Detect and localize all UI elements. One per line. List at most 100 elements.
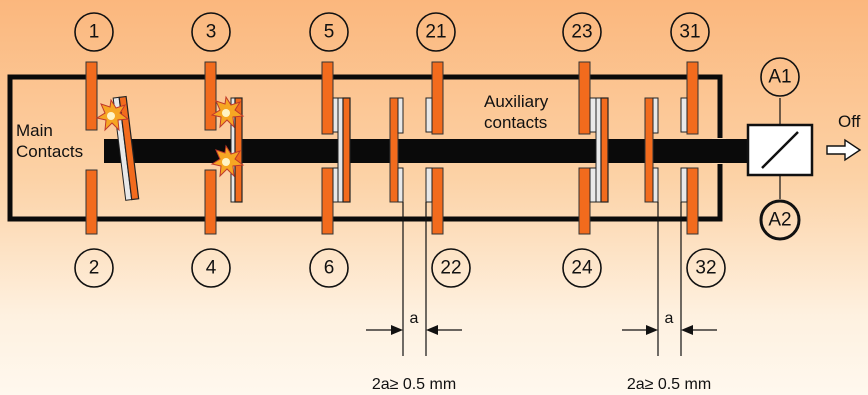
gap-spec-label: 2a≥ 0.5 mm bbox=[627, 376, 711, 393]
terminal-circle bbox=[416, 12, 456, 52]
coil-terminal-a1: A1 bbox=[760, 57, 800, 97]
off-label: Off bbox=[838, 112, 861, 131]
terminal-label: 24 bbox=[571, 258, 593, 279]
gap-dimension-31-32: a 2a≥ 0.5 mm bbox=[622, 202, 717, 393]
bottom-terminal-22: 22 bbox=[431, 248, 471, 288]
terminal-circle bbox=[431, 248, 471, 288]
fixed-contact-24 bbox=[578, 167, 591, 235]
top-terminal-21: 21 bbox=[416, 12, 456, 52]
main-contacts-label-line2: Contacts bbox=[16, 142, 83, 161]
bridge-tip-32 bbox=[652, 167, 659, 203]
bottom-terminal-4: 4 bbox=[191, 248, 231, 288]
fixed-contact-2 bbox=[85, 169, 98, 235]
bridge-tip-31 bbox=[652, 97, 659, 134]
fixed-contact-21 bbox=[431, 61, 444, 135]
bottom-terminal-6: 6 bbox=[309, 248, 349, 288]
main-contacts-label-line1: Main bbox=[16, 121, 53, 140]
bridge-tip-22 bbox=[397, 167, 404, 203]
arc-flash-4-core bbox=[222, 158, 230, 166]
aux-pole-23-24 bbox=[578, 61, 609, 235]
arc-flash-3-core bbox=[222, 109, 230, 117]
coil-diagonal bbox=[761, 131, 799, 169]
auxiliary-contacts-label-line1: Auxiliary bbox=[484, 92, 549, 111]
terminal-circle bbox=[670, 12, 710, 52]
arrow-left-icon bbox=[681, 325, 693, 335]
terminal-label: 21 bbox=[425, 22, 446, 43]
terminal-circle bbox=[309, 248, 349, 288]
fixed-contact-6 bbox=[321, 167, 334, 235]
coil bbox=[746, 98, 814, 199]
contact-tip-23 bbox=[589, 97, 597, 133]
top-terminal-1: 1 bbox=[74, 12, 114, 52]
contact-tip-6 bbox=[332, 167, 339, 203]
terminal-label: 6 bbox=[324, 258, 335, 279]
arc-flash-1-core bbox=[107, 112, 115, 120]
terminal-circle bbox=[562, 12, 602, 52]
gap-symbol: a bbox=[665, 310, 674, 327]
moving-bridge-3-4 bbox=[234, 97, 243, 203]
top-terminal-5: 5 bbox=[309, 12, 349, 52]
fixed-contact-23 bbox=[578, 61, 591, 135]
bottom-terminal-32: 32 bbox=[686, 248, 726, 288]
terminal-circle bbox=[309, 12, 349, 52]
main-pole-3-4 bbox=[204, 61, 245, 235]
coil-terminal-a2: A2 bbox=[759, 199, 801, 241]
arrow-left-icon bbox=[426, 325, 438, 335]
bridge-tip-21 bbox=[397, 97, 404, 134]
moving-bridge-1-2 bbox=[118, 95, 140, 201]
arrow-right-icon bbox=[391, 325, 403, 335]
aux-pole-31-32 bbox=[644, 61, 699, 235]
top-terminal-23: 23 bbox=[562, 12, 602, 52]
top-terminal-31: 31 bbox=[670, 12, 710, 52]
contact-tip-5 bbox=[332, 97, 339, 133]
terminal-label: 31 bbox=[679, 22, 700, 43]
terminal-label: 1 bbox=[89, 22, 100, 43]
arrow-right-icon bbox=[646, 325, 658, 335]
terminal-label: A2 bbox=[768, 210, 791, 231]
aux-pole-21-22 bbox=[389, 61, 444, 235]
terminal-circle bbox=[191, 248, 231, 288]
gap-dimension-21-22: a 2a≥ 0.5 mm bbox=[366, 202, 462, 393]
terminal-label: 23 bbox=[571, 22, 592, 43]
terminal-circle bbox=[686, 248, 726, 288]
terminal-label: 32 bbox=[695, 258, 716, 279]
terminal-label: 5 bbox=[324, 22, 335, 43]
auxiliary-contacts-label-line2: contacts bbox=[484, 113, 547, 132]
terminal-label: 2 bbox=[89, 258, 100, 279]
contact-tip-31 bbox=[680, 97, 688, 133]
off-arrow-icon bbox=[826, 138, 862, 162]
bridge-backing-23-24 bbox=[595, 97, 602, 203]
fixed-contact-4 bbox=[204, 169, 217, 235]
terminal-label: A1 bbox=[768, 67, 791, 88]
terminal-circle bbox=[562, 248, 602, 288]
gap-symbol: a bbox=[410, 310, 419, 327]
terminal-label: 3 bbox=[206, 22, 217, 43]
moving-bridge-5-6 bbox=[342, 97, 351, 203]
contact-tip-24 bbox=[589, 167, 597, 203]
main-pole-5-6 bbox=[321, 61, 351, 235]
operating-shaft bbox=[104, 139, 794, 163]
fixed-contact-5 bbox=[321, 61, 334, 135]
bottom-terminal-24: 24 bbox=[562, 248, 602, 288]
moving-bridge-21-22 bbox=[389, 97, 399, 203]
terminal-circle bbox=[760, 57, 800, 97]
contact-tip-22 bbox=[425, 167, 433, 203]
bridge-backing-5-6 bbox=[337, 97, 344, 203]
terminal-circle bbox=[74, 12, 114, 52]
main-pole-1-2 bbox=[85, 61, 140, 235]
terminal-circle bbox=[759, 199, 801, 241]
contact-tip-21 bbox=[425, 97, 433, 133]
moving-bridge-23-24 bbox=[600, 97, 609, 203]
fixed-contact-1 bbox=[85, 61, 98, 131]
fixed-contact-22 bbox=[431, 167, 444, 235]
terminal-label: 22 bbox=[440, 258, 461, 279]
terminal-circle bbox=[191, 12, 231, 52]
gap-spec-label: 2a≥ 0.5 mm bbox=[372, 376, 456, 393]
terminal-label: 4 bbox=[206, 258, 217, 279]
moving-bridge-31-32 bbox=[644, 97, 654, 203]
fixed-contact-32 bbox=[686, 167, 699, 235]
fixed-contact-3 bbox=[204, 61, 217, 131]
fixed-contact-31 bbox=[686, 61, 699, 135]
top-terminal-3: 3 bbox=[191, 12, 231, 52]
